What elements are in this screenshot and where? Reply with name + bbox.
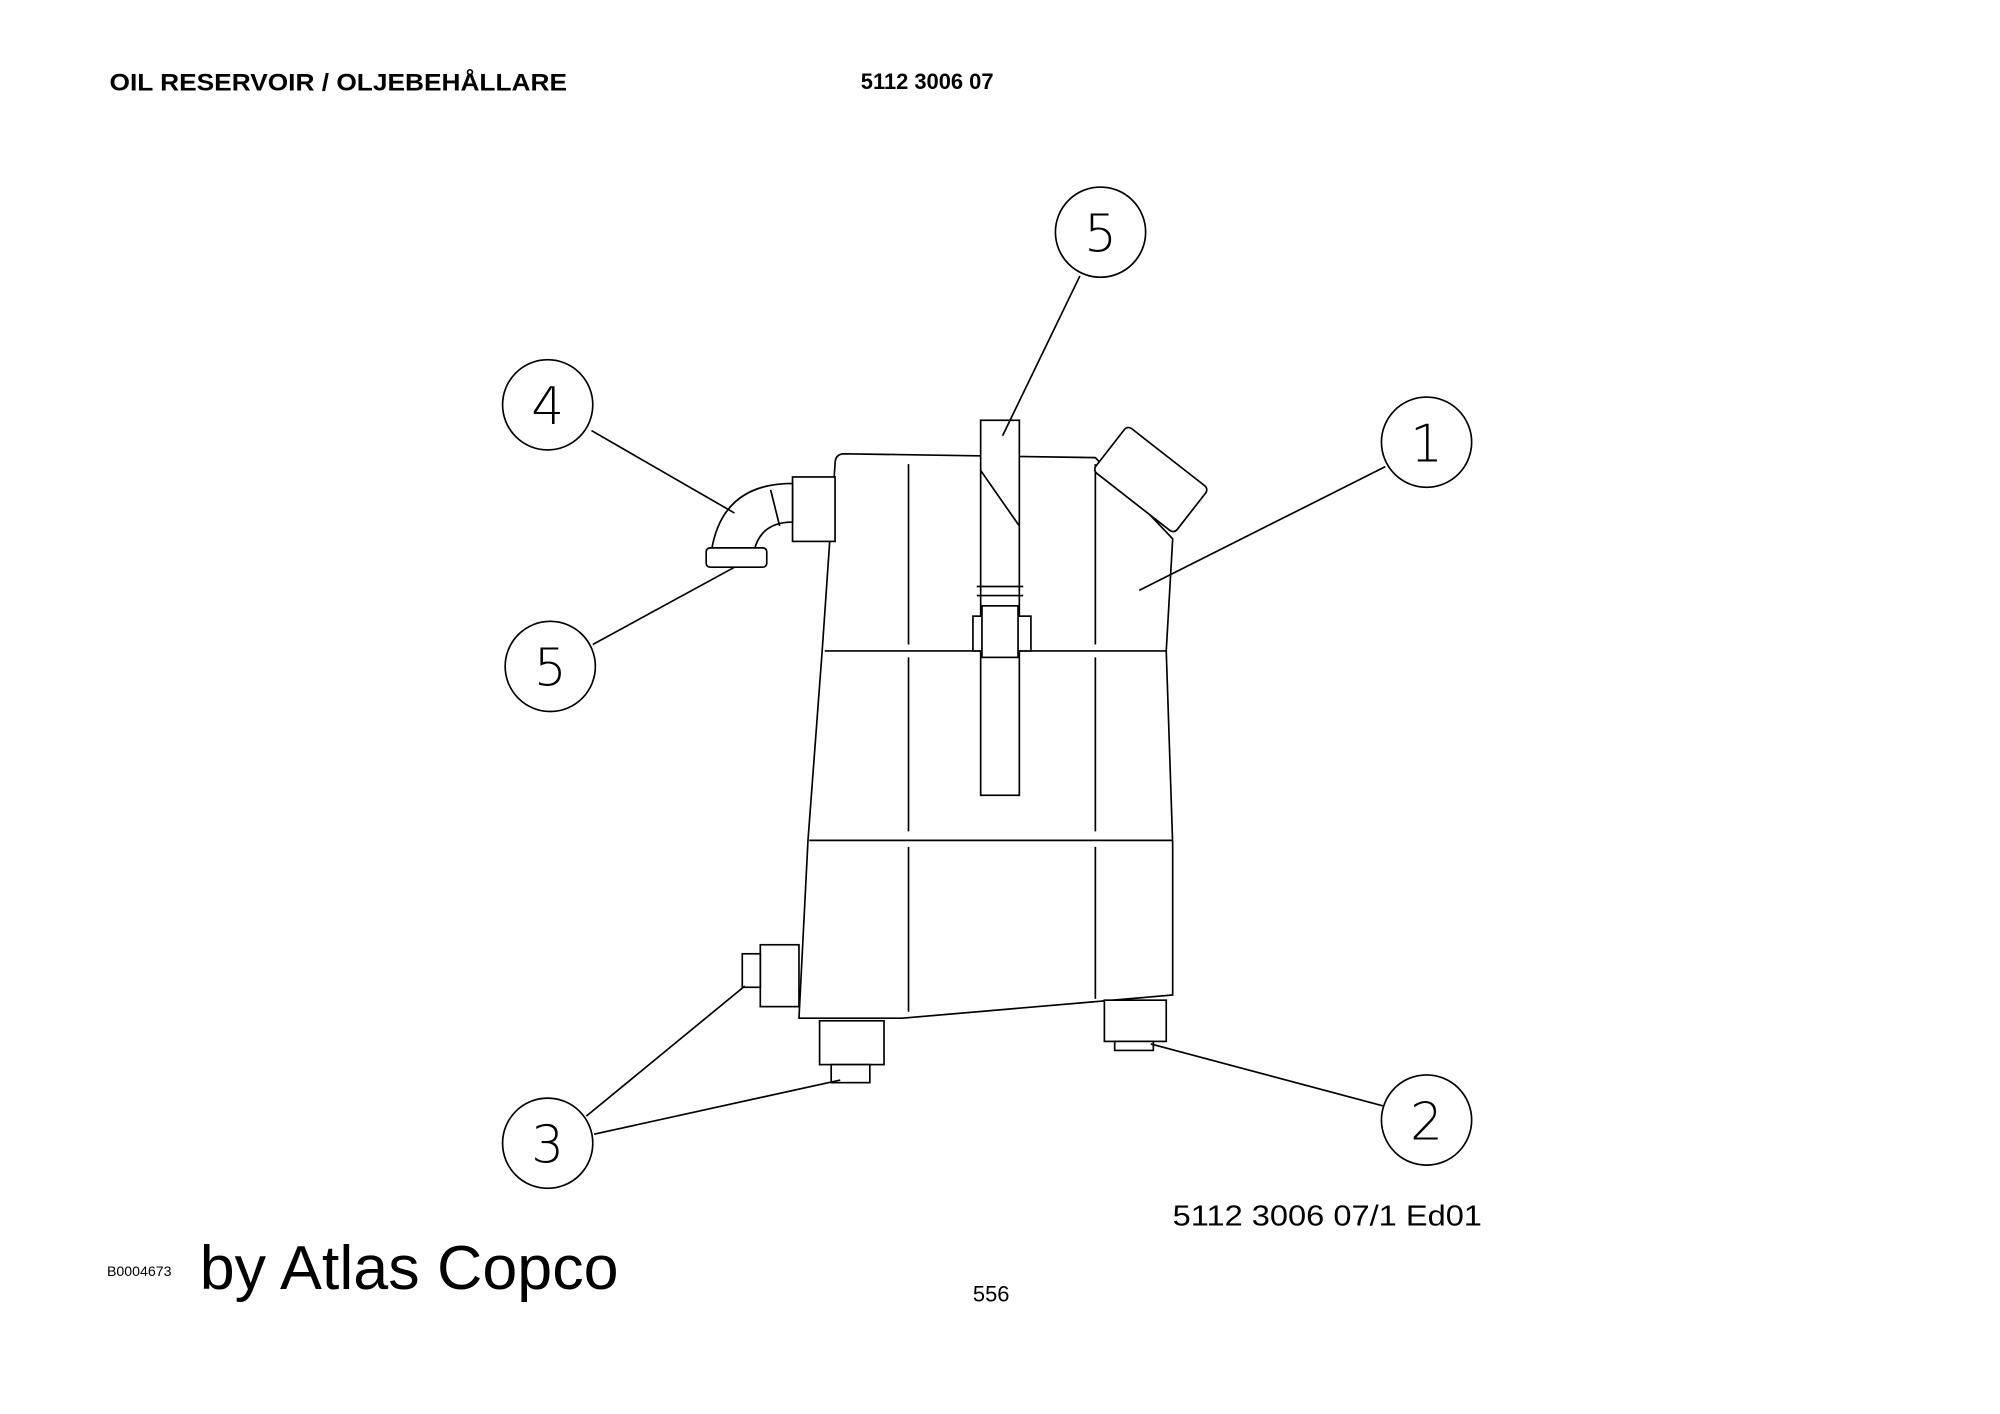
image-code: B0004673 [107, 1264, 172, 1280]
svg-text:1: 1 [1410, 415, 1443, 475]
callout-4: 4 [501, 358, 594, 451]
oil-reservoir-illustration [705, 419, 1208, 1084]
page-number: 556 [973, 1282, 1010, 1307]
callout-5-top: 5 [1054, 186, 1147, 279]
svg-text:4: 4 [531, 377, 564, 437]
credit-text: by Atlas Copco [200, 1234, 619, 1303]
leader-lines [585, 275, 1386, 1136]
drawing-reference: 5112 3006 07/1 Ed01 [1173, 1201, 1482, 1233]
part-number: 5112 3006 07 [861, 69, 994, 94]
svg-text:5: 5 [1084, 204, 1117, 264]
callout-5-left: 5 [504, 620, 597, 713]
svg-text:5: 5 [534, 639, 567, 699]
svg-text:3: 3 [531, 1116, 564, 1176]
page-title: OIL RESERVOIR / OLJEBEHÅLLARE [110, 68, 567, 96]
svg-text:2: 2 [1410, 1092, 1443, 1152]
callout-2: 2 [1380, 1074, 1473, 1166]
callout-3: 3 [501, 1097, 594, 1190]
callout-1: 1 [1380, 396, 1473, 489]
